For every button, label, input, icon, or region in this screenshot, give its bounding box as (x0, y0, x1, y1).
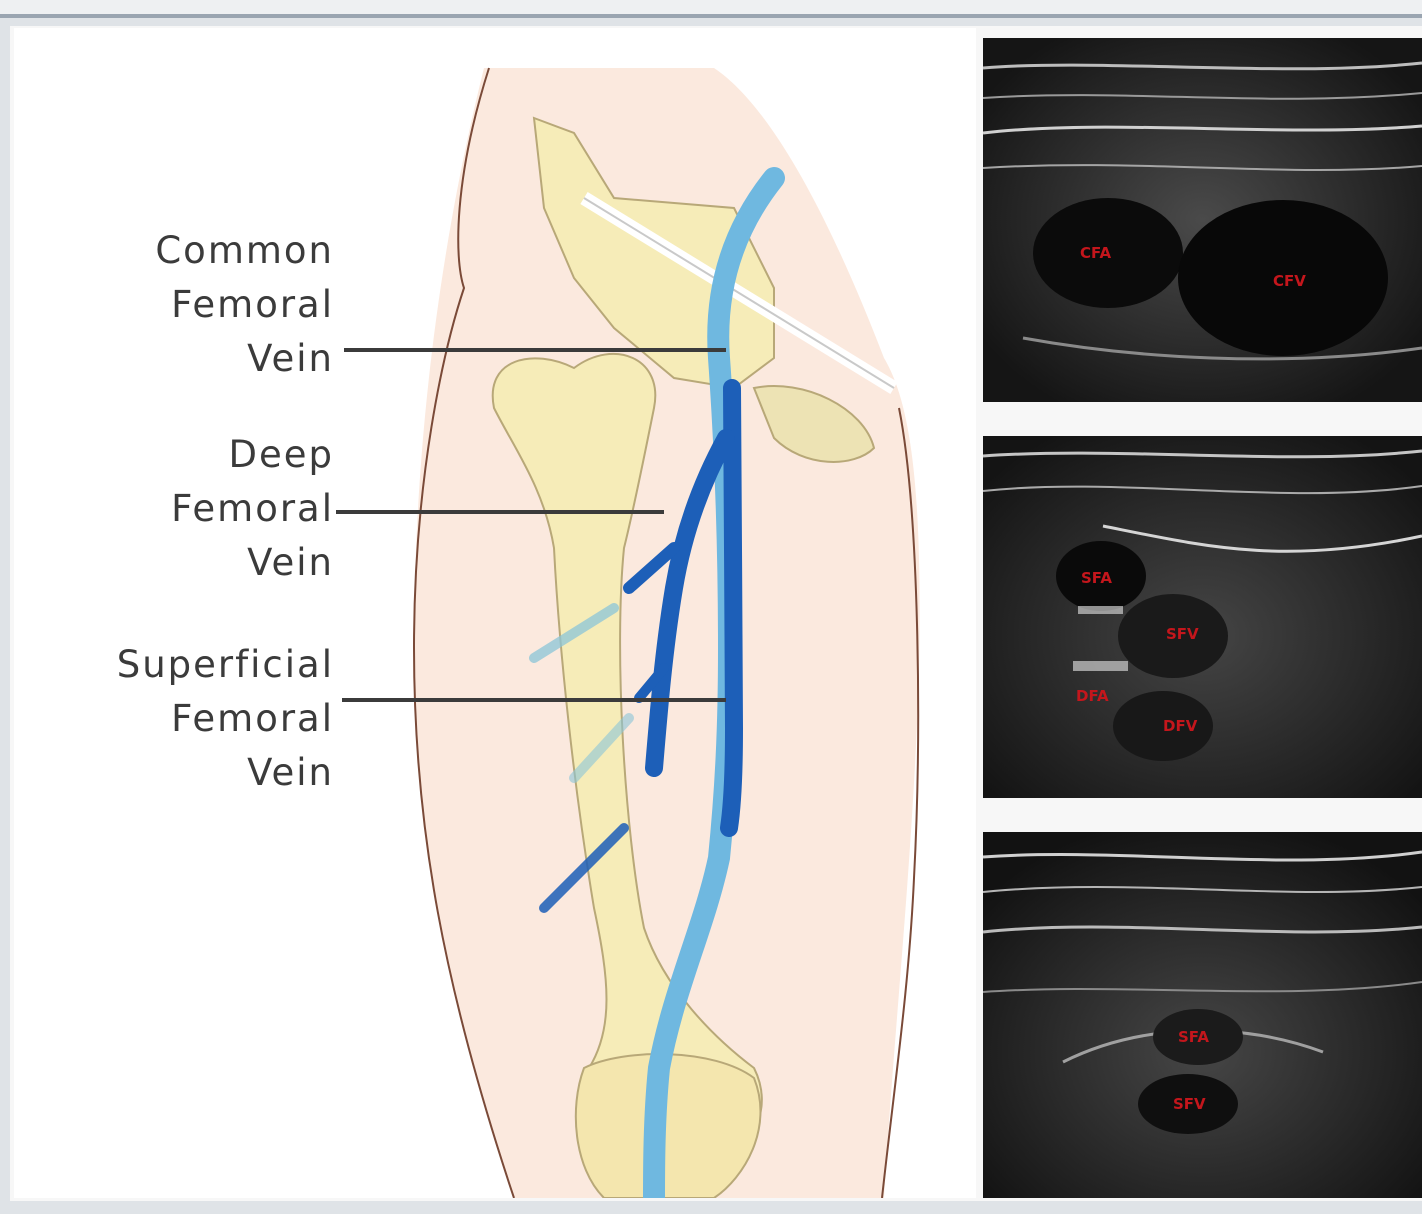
thigh-anatomy-drawing (14, 28, 976, 1198)
ultrasound-image-1: CFA CFV (983, 38, 1422, 402)
label-line: Vein (34, 536, 334, 590)
ultrasound-panel-superficial: SFA SFV (983, 832, 1422, 1198)
thigh-anatomy-illustration: Common Femoral Vein Deep Femoral Vein Su… (14, 28, 976, 1198)
label-sfa: SFA (1178, 1028, 1209, 1046)
label-sfa: SFA (1081, 569, 1112, 587)
ultrasound-panel-bifurcation: SFA SFV DFA DFV (983, 436, 1422, 798)
common-femoral-vein-dark (729, 388, 734, 828)
label-line: Femoral (34, 482, 334, 536)
window-top-bar (0, 0, 1422, 18)
label-line: Femoral (34, 692, 334, 746)
label-cfa: CFA (1080, 244, 1112, 262)
label-line: Deep (34, 428, 334, 482)
label-cfv: CFV (1273, 272, 1306, 290)
label-line: Vein (34, 332, 334, 386)
ultrasound-panel-common: CFA CFV (983, 38, 1422, 402)
label-line: Common (34, 224, 334, 278)
ultrasound-image-2: SFA SFV DFA DFV (983, 436, 1422, 798)
label-line: Superficial (34, 638, 334, 692)
label-line: Femoral (34, 278, 334, 332)
label-dfa: DFA (1076, 687, 1109, 705)
label-deep-femoral-vein: Deep Femoral Vein (34, 428, 334, 590)
label-sfv: SFV (1173, 1095, 1206, 1113)
label-dfv: DFV (1163, 717, 1198, 735)
label-superficial-femoral-vein: Superficial Femoral Vein (34, 638, 334, 800)
ultrasound-image-3: SFA SFV (983, 832, 1422, 1198)
label-sfv: SFV (1166, 625, 1199, 643)
label-common-femoral-vein: Common Femoral Vein (34, 224, 334, 386)
label-line: Vein (34, 746, 334, 800)
